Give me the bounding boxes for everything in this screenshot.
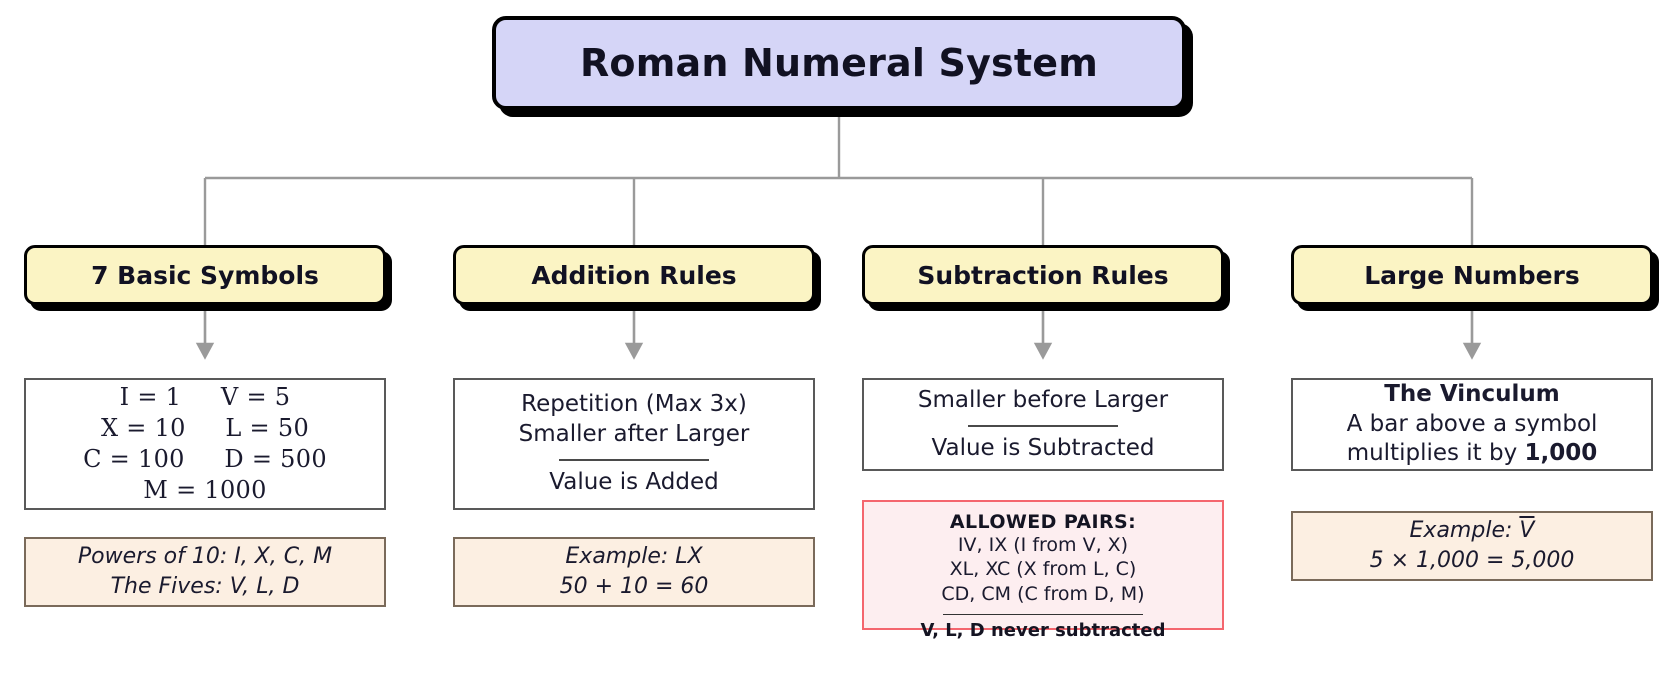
category-label: Large Numbers — [1364, 260, 1580, 290]
example-line: 5 × 1,000 = 5,000 — [1369, 548, 1575, 573]
example-line: The Fives: V, L, D — [110, 574, 300, 599]
warning-title: ALLOWED PAIRS: — [949, 511, 1137, 533]
example-line-vinculum: Example: V — [1410, 516, 1535, 546]
category-node-subtraction-rules[interactable]: Subtraction Rules — [862, 245, 1224, 305]
detail-box-subtraction-rules: Smaller before Larger Value is Subtracte… — [862, 378, 1224, 471]
allowed-pair-line: XL, XC (X from L, C) — [949, 558, 1137, 581]
detail-box-large-numbers: The Vinculum A bar above a symbol multip… — [1291, 378, 1653, 471]
example-box-addition-rules: Example: LX 50 + 10 = 60 — [453, 537, 815, 607]
rule-line: Repetition (Max 3x) — [521, 391, 747, 418]
category-node-addition-rules[interactable]: Addition Rules — [453, 245, 815, 305]
category-node-large-numbers[interactable]: Large Numbers — [1291, 245, 1653, 305]
detail-box-basic-symbols: I = 1 V = 5 X = 10 L = 50 C = 100 D = 50… — [24, 378, 386, 510]
allowed-pair-line: IV, IX (I from V, X) — [957, 534, 1129, 556]
warning-separator — [943, 613, 1143, 615]
symbol-line: M = 1000 — [143, 476, 267, 505]
rule-conclusion: Value is Added — [549, 468, 719, 495]
symbol-line: X = 10 L = 50 — [100, 413, 310, 442]
symbol-line: C = 100 D = 500 — [83, 445, 327, 473]
example-prefix: Example: — [1409, 518, 1520, 544]
detail-line-multiplier: multiplies it by 1,000 — [1347, 439, 1598, 469]
root-node[interactable]: Roman Numeral System — [492, 16, 1186, 110]
category-label: 7 Basic Symbols — [91, 260, 319, 290]
example-box-large-numbers: Example: V 5 × 1,000 = 5,000 — [1291, 511, 1653, 581]
detail-line: A bar above a symbol — [1346, 410, 1598, 437]
rule-line: Smaller after Larger — [518, 421, 750, 448]
symbol-line: I = 1 V = 5 — [119, 382, 291, 411]
rule-line: Smaller before Larger — [917, 386, 1169, 413]
category-node-basic-symbols[interactable]: 7 Basic Symbols — [24, 245, 386, 305]
example-box-basic-symbols: Powers of 10: I, X, C, M The Fives: V, L… — [24, 537, 386, 607]
multiplier-value: 1,000 — [1524, 440, 1598, 467]
vinculum-symbol: V — [1519, 518, 1535, 544]
warning-box-allowed-pairs: ALLOWED PAIRS: IV, IX (I from V, X) XL, … — [862, 500, 1224, 641]
rule-conclusion: Value is Subtracted — [931, 434, 1155, 461]
category-label: Subtraction Rules — [917, 260, 1169, 290]
example-line: Example: LX — [565, 544, 703, 570]
rule-separator — [968, 424, 1118, 427]
root-title: Roman Numeral System — [579, 41, 1099, 85]
detail-heading: The Vinculum — [1384, 380, 1560, 407]
example-line: 50 + 10 = 60 — [559, 574, 709, 599]
multiplier-prefix: multiplies it by — [1346, 440, 1525, 467]
detail-box-addition-rules: Repetition (Max 3x) Smaller after Larger… — [453, 378, 815, 510]
warning-footer: V, L, D never subtracted — [920, 619, 1166, 641]
rule-separator — [559, 458, 709, 461]
allowed-pair-line: CD, CM (C from D, M) — [941, 582, 1145, 605]
example-line: Powers of 10: I, X, C, M — [77, 544, 333, 570]
category-label: Addition Rules — [531, 260, 737, 290]
